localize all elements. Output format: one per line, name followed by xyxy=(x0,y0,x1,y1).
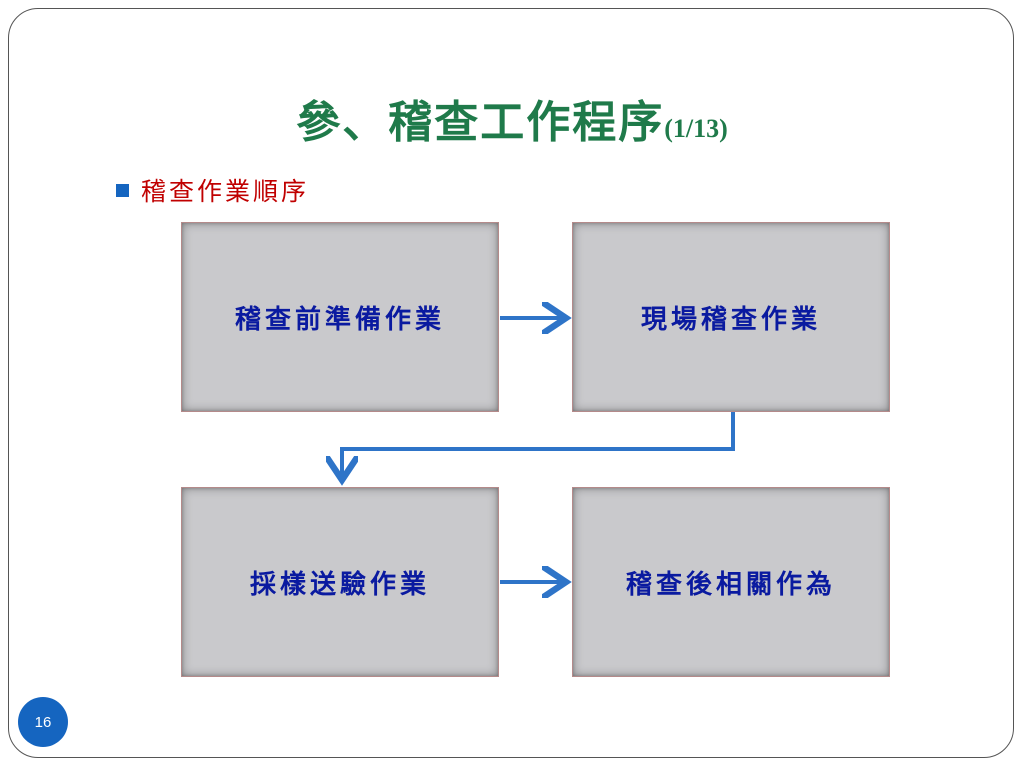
flow-step-prep: 稽查前準備作業 xyxy=(181,222,499,412)
flow-step-label: 採樣送驗作業 xyxy=(249,569,430,600)
title-suffix: (1/13) xyxy=(664,114,728,143)
page-number-badge: 16 xyxy=(18,697,68,747)
flow-step-label: 現場稽查作業 xyxy=(640,304,821,335)
flow-step-followup: 稽查後相關作為 xyxy=(572,487,890,677)
slide-title: 參、稽查工作程序(1/13) xyxy=(0,86,1024,150)
flow-step-onsite: 現場稽查作業 xyxy=(572,222,890,412)
flow-step-label: 稽查前準備作業 xyxy=(234,304,445,335)
bullet-text: 稽查作業順序 xyxy=(141,177,310,206)
flow-step-sampling: 採樣送驗作業 xyxy=(181,487,499,677)
title-main: 參、稽查工作程序 xyxy=(296,97,665,148)
flow-step-label: 稽查後相關作為 xyxy=(625,569,836,600)
bullet-square-icon xyxy=(116,183,129,197)
bullet-item: 稽查作業順序 xyxy=(116,172,309,208)
